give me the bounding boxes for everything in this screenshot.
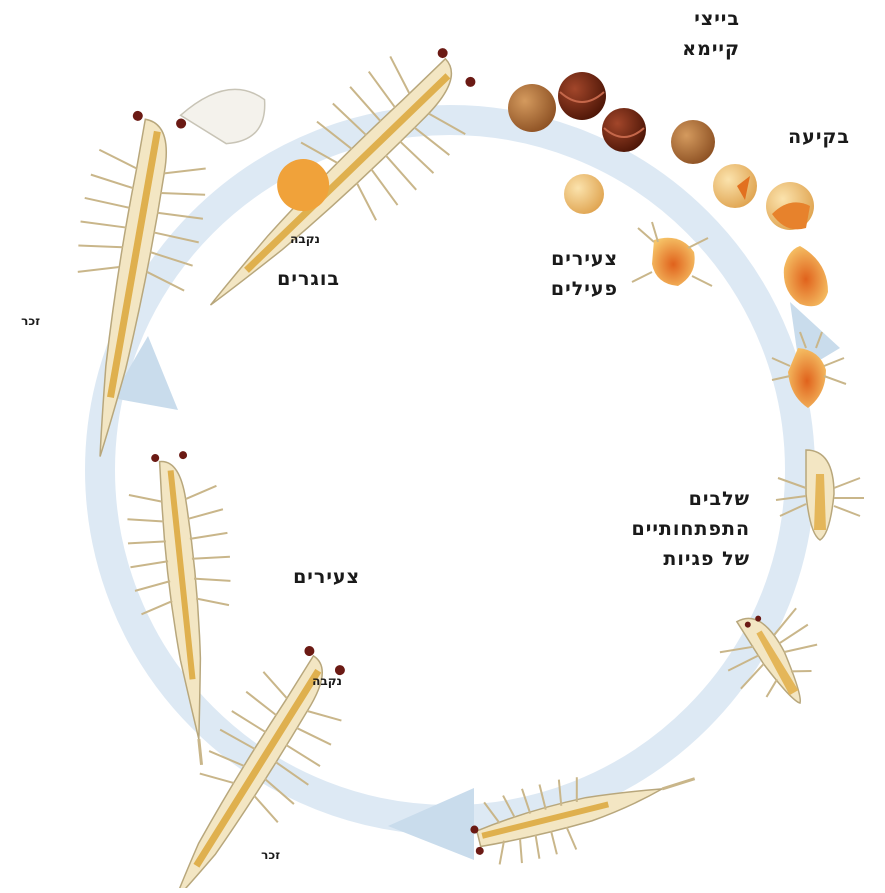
- cyst: [564, 174, 604, 214]
- label-male-bottom: זכר: [220, 848, 280, 862]
- label-female-bottom: נקבה: [282, 674, 342, 688]
- label-female-top: נקבה: [260, 232, 320, 246]
- cyst: [671, 120, 715, 164]
- cyst: [602, 108, 646, 152]
- adult-female: [169, 21, 502, 348]
- label-cysts: בייצי קיימא: [640, 4, 740, 64]
- arrow-head-bottom: [388, 788, 474, 860]
- label-active-juveniles: צעירים פעילים: [500, 244, 618, 304]
- label-hatching: בקיעה: [740, 122, 850, 152]
- cycle-ring: [100, 120, 800, 820]
- cyst: [508, 84, 556, 132]
- label-juveniles: צעירים: [260, 562, 360, 592]
- label-male-top: זכר: [0, 314, 40, 328]
- emerging-larva: [784, 246, 828, 306]
- label-nauplius-stages: שלבים התפתחותיים של פגיות: [590, 484, 750, 574]
- label-adults: בוגרים: [240, 264, 340, 294]
- cyst-hatching: [713, 164, 757, 208]
